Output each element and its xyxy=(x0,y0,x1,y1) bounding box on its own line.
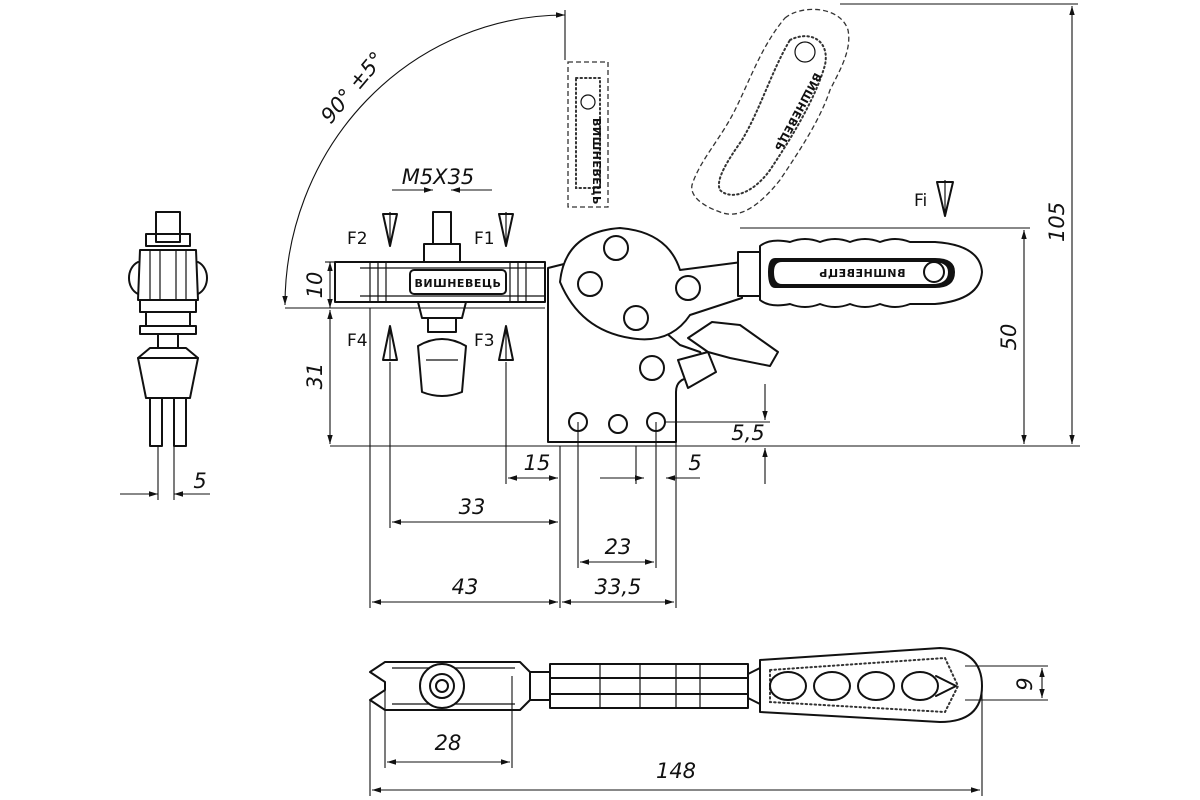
raised-handle-ghost: ВИШНЕВЕЦЬ xyxy=(691,8,850,215)
dim-9: 9 xyxy=(1013,677,1037,690)
dim-33-5: 33,5 xyxy=(595,575,642,599)
bolt-callout: M5X35 xyxy=(392,165,492,193)
top-view: 9 28 148 xyxy=(369,647,1048,796)
dim-105: 105 xyxy=(1045,202,1069,242)
dim-33: 33 xyxy=(459,495,486,519)
force-f2: F2 xyxy=(347,229,368,249)
dim-31: 31 xyxy=(303,363,327,390)
dim-5-front: 5 xyxy=(688,451,701,475)
front-dimensions: 10 31 50 105 5,5 15 5 33 23 43 33,5 xyxy=(285,3,1080,608)
dim-43: 43 xyxy=(452,575,479,599)
spindle-tip xyxy=(417,338,467,397)
ghost-arm-brand: ВИШНЕВЕЦЬ xyxy=(590,118,603,205)
top-handle xyxy=(759,647,983,723)
force-arrows: F2 F1 F4 F3 Fi xyxy=(347,180,954,361)
dim-50: 50 xyxy=(997,324,1021,351)
force-f3: F3 xyxy=(474,331,495,351)
dim-10: 10 xyxy=(303,272,327,299)
dim-148: 148 xyxy=(656,759,696,783)
ghost-handle-brand: ВИШНЕВЕЦЬ xyxy=(772,71,824,154)
dim-5-side: 5 xyxy=(193,469,206,493)
dim-5-5: 5,5 xyxy=(731,421,764,445)
force-f1: F1 xyxy=(474,229,495,249)
handle-brand: ВИШНЕВЕЦЬ xyxy=(819,267,906,280)
side-view: 5 xyxy=(120,211,210,500)
dim-23: 23 xyxy=(605,535,632,559)
release-trigger xyxy=(687,321,779,367)
dim-28: 28 xyxy=(435,731,462,755)
arm-brand: ВИШНЕВЕЦЬ xyxy=(415,277,502,290)
raised-arm-ghost: ВИШНЕВЕЦЬ xyxy=(567,61,609,208)
force-fi: Fi xyxy=(914,191,927,211)
front-view: ВИШНЕВЕЦЬ ВИШНЕВЕЦЬ xyxy=(334,211,983,443)
dim-15: 15 xyxy=(524,451,551,475)
bolt-size: M5X35 xyxy=(402,165,475,189)
force-f4: F4 xyxy=(347,331,368,351)
